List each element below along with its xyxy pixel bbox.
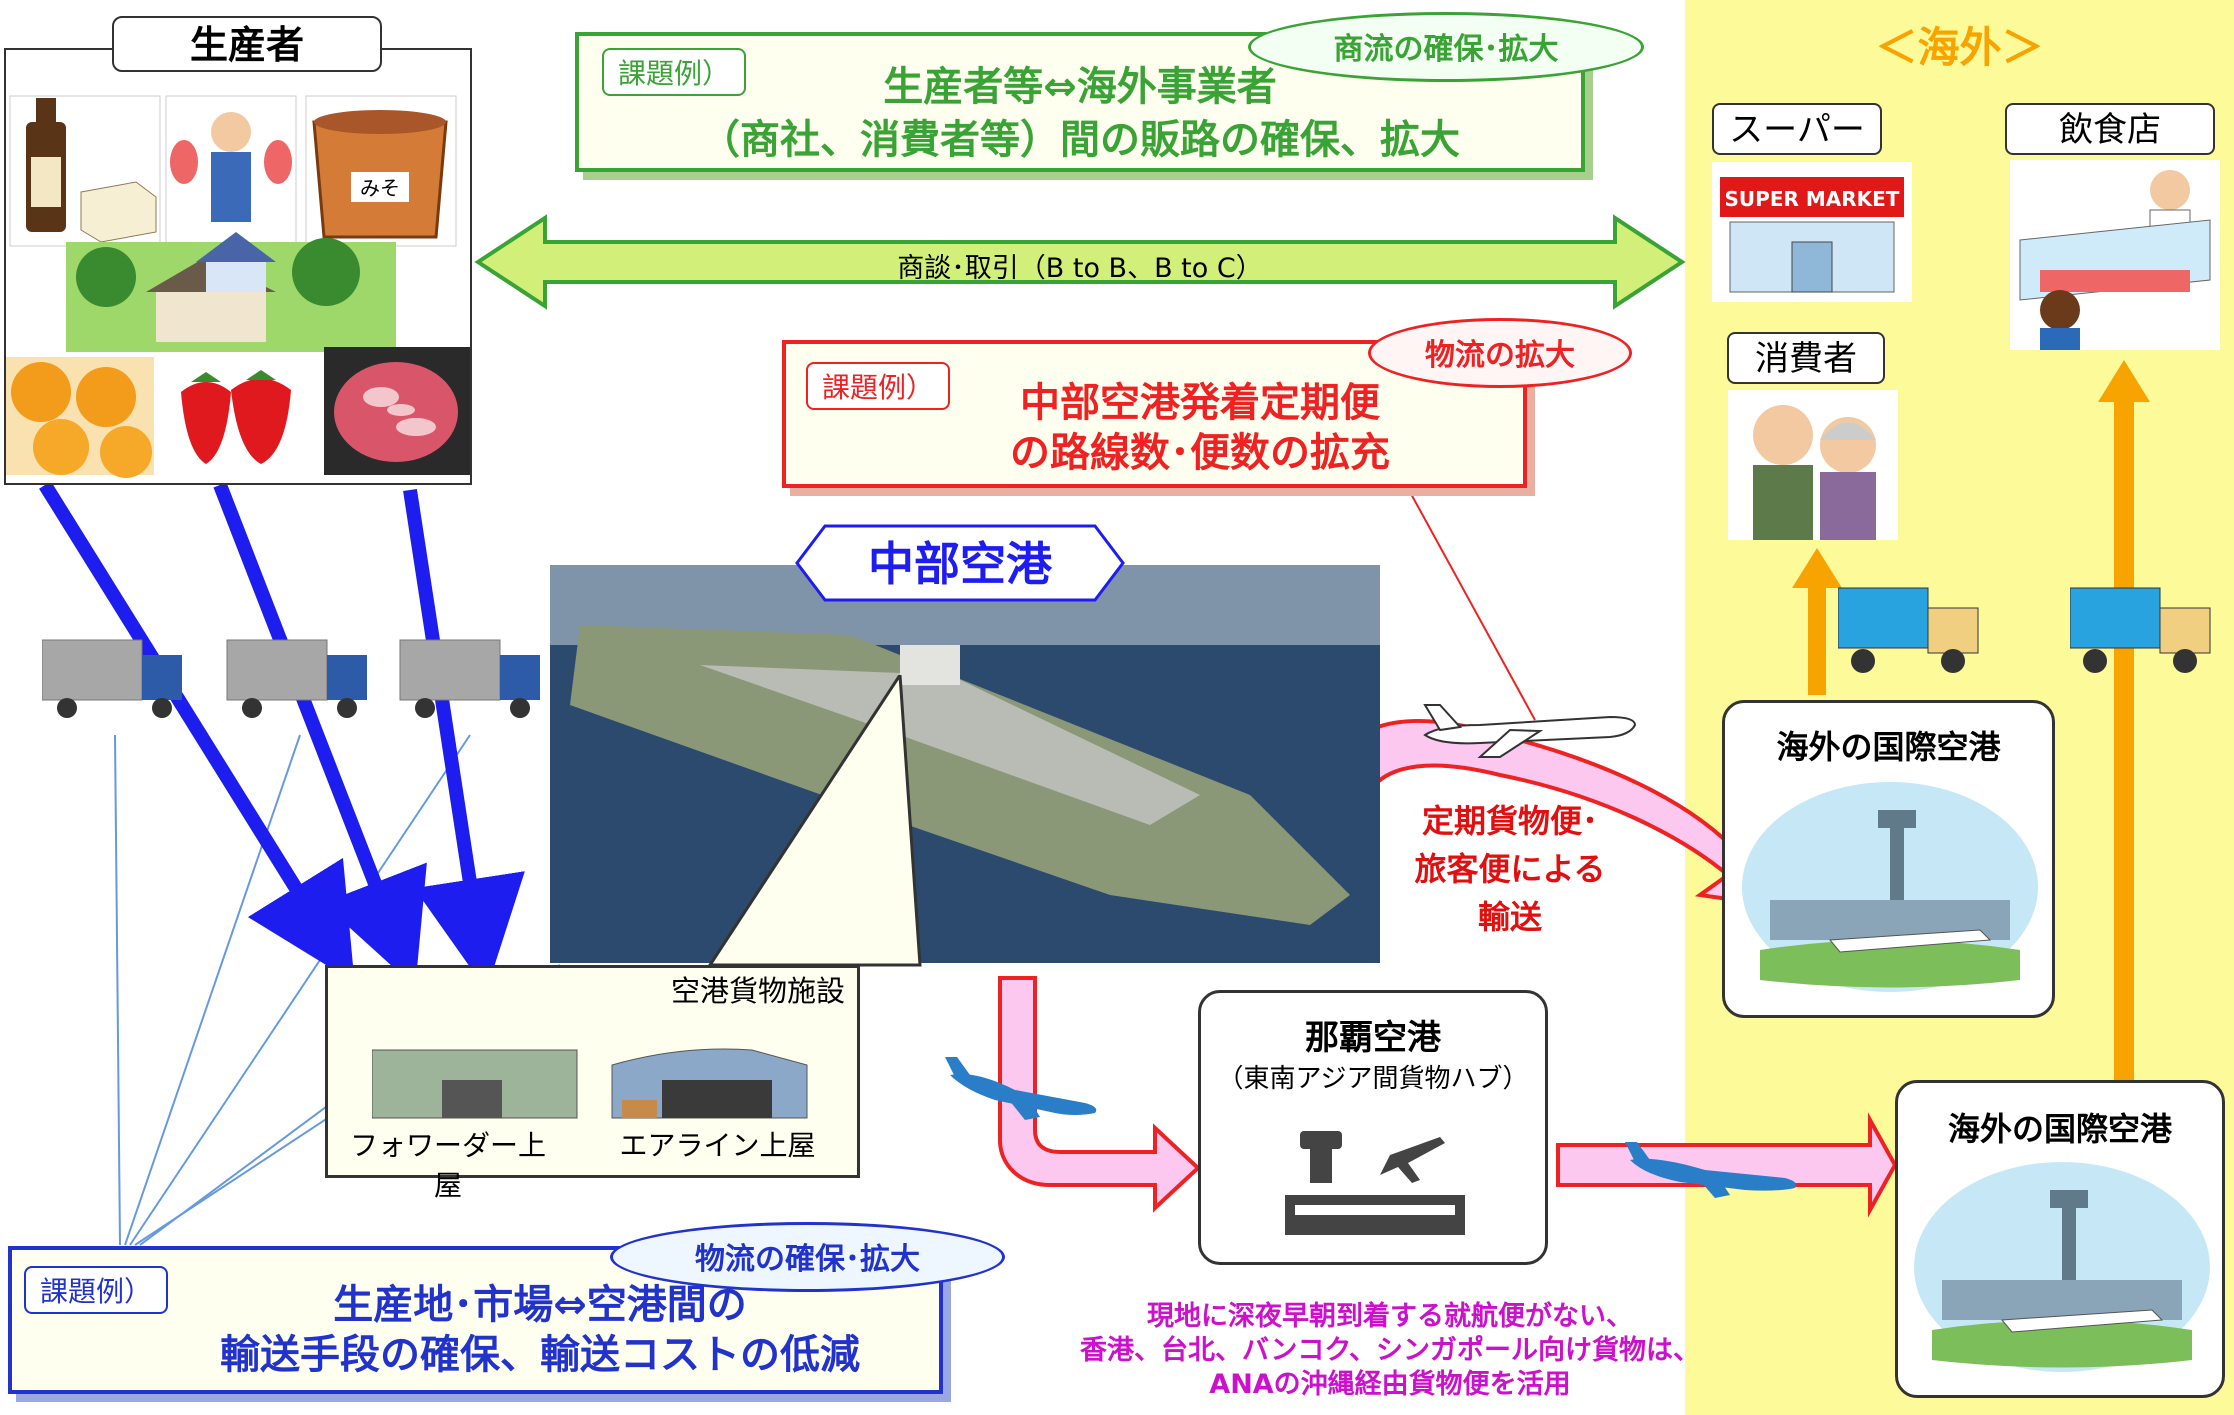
strawberry-icon: [156, 357, 306, 475]
supermarket-sign: SUPER MARKET: [1725, 187, 1900, 211]
blue-airplane-icon: [945, 1057, 1097, 1120]
scheduled-flight-line3: 輸送: [1477, 898, 1542, 936]
logistics-secure-oval: 物流の確保･拡大: [610, 1222, 1005, 1292]
mandarin-icon: [6, 357, 154, 478]
supermarket-label: スーパー: [1712, 103, 1882, 155]
restaurant-label: 飲食店: [2005, 103, 2215, 155]
svg-text:みそ: みそ: [360, 176, 400, 200]
producer-illustrations: みそ: [6, 95, 470, 478]
overseas-title: ＜海外＞: [1875, 23, 2044, 72]
truck-icon: [42, 639, 182, 718]
international-airport-illustration: [1742, 782, 2038, 992]
white-airplane-icon: [1423, 704, 1637, 758]
logistics-expand-line2: の路線数･便数の拡充: [1010, 430, 1390, 476]
airport-terminal-icon: [1285, 1131, 1465, 1235]
commerce-line2: （商社、消費者等）間の販路の確保、拡大: [700, 117, 1460, 163]
truck-group: [42, 639, 540, 718]
note-line2: 香港、台北、バンコク、シンガポール向け貨物は、: [1080, 1335, 1700, 1366]
international-airport-illustration: [1914, 1162, 2210, 1372]
overseas-airport-title-upper: 海外の国際空港: [1776, 728, 2001, 766]
supermarket-icon: SUPER MARKET: [1712, 162, 1912, 302]
logistics-secure-line2: 輸送手段の確保、輸送コストの低減: [220, 1332, 860, 1378]
warehouse-illustrations: [372, 1048, 808, 1119]
wagyu-beef-icon: [324, 347, 470, 475]
truck-icon: [399, 639, 540, 718]
orange-arrow-shaft: [2114, 400, 2134, 1095]
blue-flow-arrow: [403, 488, 525, 991]
forwarder-shed-label: フォワーダー上屋: [349, 1129, 546, 1202]
chubu-airport-label: 中部空港: [868, 537, 1052, 591]
commerce-oval: 商流の確保･拡大: [1248, 12, 1644, 82]
naha-airport-subtitle: （東南アジア間貨物ハブ）: [1217, 1064, 1529, 1094]
naha-route-arrow: [998, 976, 1201, 1213]
red-pointer-line: [1409, 491, 1536, 721]
commerce-line1: 生産者等⇔海外事業者: [883, 64, 1277, 110]
warehouse-icon: [372, 1049, 578, 1119]
sushi-restaurant-icon: [2010, 160, 2220, 350]
thin-connector: [114, 734, 121, 1246]
note-line1: 現地に深夜早朝到着する就航便がない、: [1147, 1301, 1633, 1332]
orange-arrow-head: [2098, 360, 2150, 402]
miso-icon: みそ: [305, 95, 457, 247]
blue-flow-arrow: [213, 482, 427, 988]
sake-bottle-icon: [9, 95, 161, 247]
truck-icon: [226, 639, 367, 718]
elderly-couple-icon: [1728, 390, 1898, 540]
scheduled-flight-line1: 定期貨物便･: [1421, 802, 1598, 840]
trade-arrow-label: 商談･取引（B to B、B to C）: [897, 253, 1263, 284]
logistics-expand-oval: 物流の拡大: [1368, 318, 1632, 388]
trade-double-arrow: [474, 214, 1686, 310]
logistics-secure-line1: 生産地･市場⇔空港間の: [333, 1282, 747, 1328]
thin-connector: [124, 734, 301, 1246]
chubu-airport-aerial-photo: [550, 565, 1380, 963]
truck-icon: [2070, 587, 2211, 673]
truck-icon: [1838, 587, 1979, 673]
consumer-label: 消費者: [1727, 332, 1885, 384]
blue-flow-arrow: [39, 481, 355, 983]
overseas-airport-title-lower: 海外の国際空港: [1947, 1110, 2172, 1148]
hangar-icon: [611, 1048, 808, 1119]
blue-airplane-icon: [1625, 1142, 1797, 1198]
chubu-airport-label-shape: [795, 524, 1125, 602]
logistics-expand-line1: 中部空港発着定期便: [1020, 380, 1380, 426]
logistics-expand-tag: 課題例）: [806, 362, 951, 410]
okinawa-route-note: 現地に深夜早朝到着する就航便がない、 香港、台北、バンコク、シンガポール向け貨物…: [1000, 1300, 1780, 1402]
commerce-task-tag: 課題例）: [602, 48, 747, 96]
naha-airport-title: 那覇空港: [1305, 1018, 1441, 1058]
airline-shed-label: エアライン上屋: [619, 1129, 816, 1162]
note-line3: ANAの沖縄経由貨物便を活用: [1209, 1369, 1571, 1400]
thin-connector: [129, 734, 471, 1246]
fisherman-icon: [165, 95, 297, 247]
orange-arrow-shaft: [1808, 585, 1826, 695]
orange-arrow-head: [1792, 548, 1842, 588]
logistics-secure-tag: 課題例）: [24, 1266, 169, 1314]
callout-pointer: [707, 675, 922, 967]
farmhouse-landscape-icon: [66, 232, 396, 352]
producer-label: 生産者: [112, 16, 382, 72]
cargo-facility-title: 空港貨物施設: [670, 974, 845, 1008]
scheduled-flight-line2: 旅客便による: [1414, 850, 1606, 888]
overseas-route-arrow: [1556, 1112, 1898, 1218]
